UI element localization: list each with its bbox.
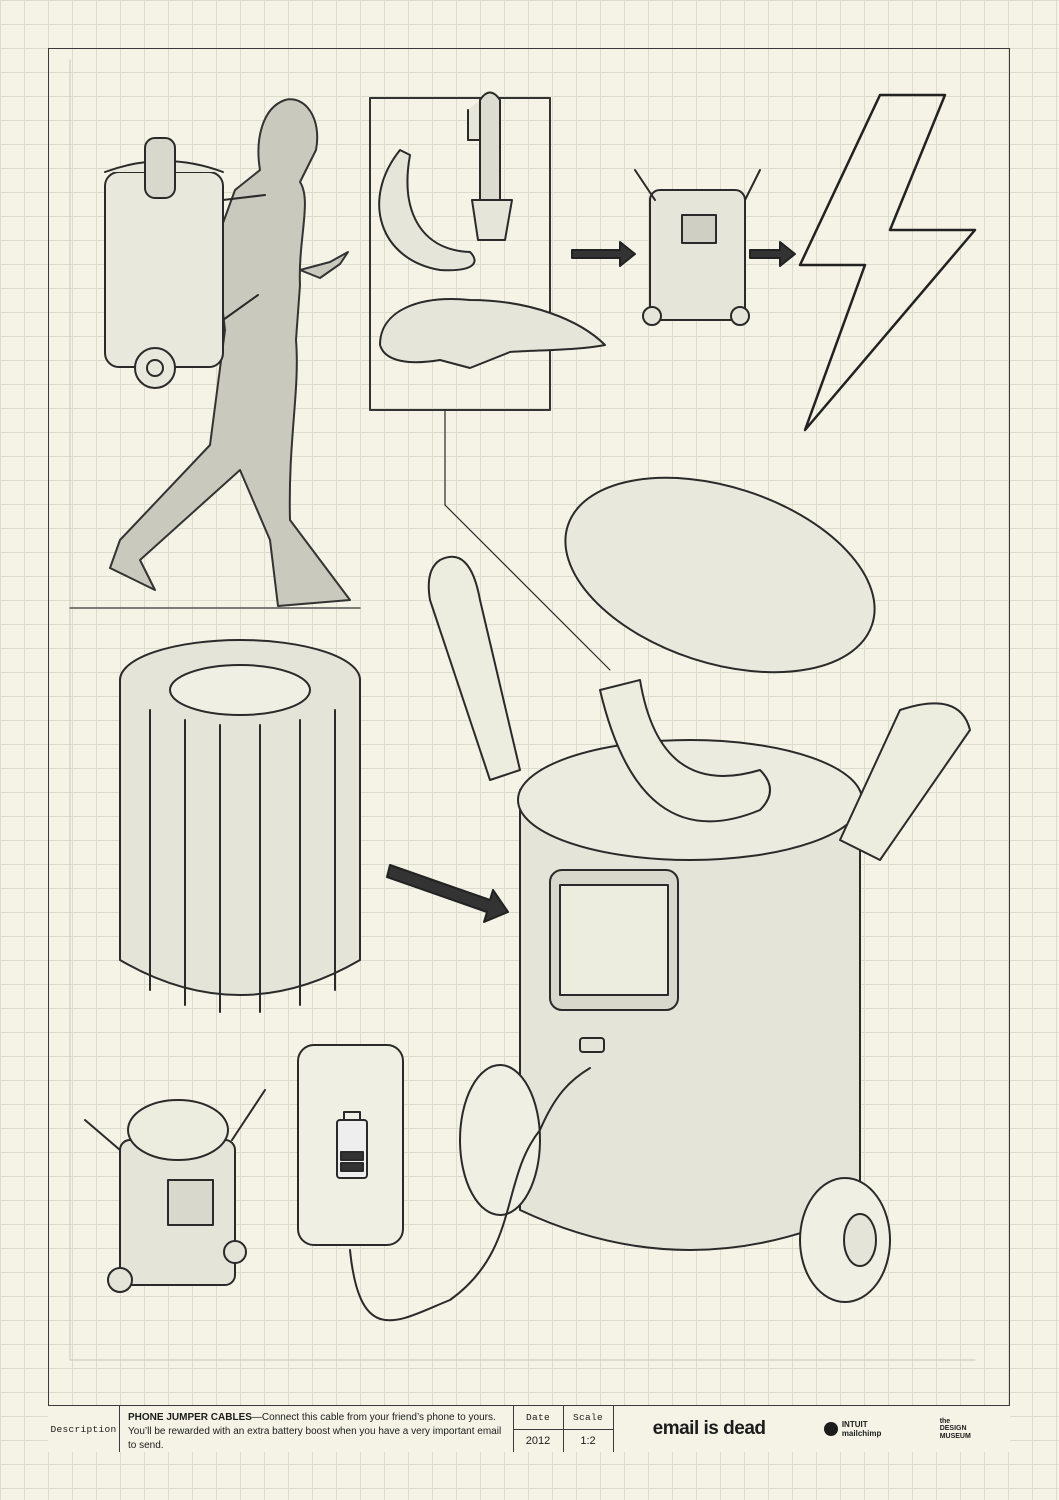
arrow-to-device	[386, 864, 509, 923]
small-device-sketch	[634, 169, 761, 326]
scale-label: Scale	[572, 1411, 603, 1423]
description-title: PHONE JUMPER CABLES	[128, 1412, 252, 1423]
description-cell: PHONE JUMPER CABLES—Connect this cable f…	[120, 1406, 514, 1452]
backpack-device-sketch	[104, 137, 266, 389]
main-device-sketch	[427, 476, 971, 1303]
description-text-2: You’ll be rewarded with an extra battery…	[128, 1426, 502, 1451]
scale-cell: Scale 1:2	[563, 1406, 614, 1452]
description-label: Description	[50, 1423, 117, 1435]
phone-sketch	[297, 1044, 591, 1322]
lightning-bolt-sketch	[798, 93, 977, 432]
arrow-right-2	[749, 241, 796, 267]
description-text: —Connect this cable from your friend’s p…	[251, 1412, 496, 1423]
scale-value: 1:2	[580, 1434, 596, 1447]
walking-man-sketch	[109, 98, 351, 607]
email-is-dead-logo: email is dead	[652, 1418, 766, 1439]
intuit-text: INTUIT	[841, 1420, 868, 1429]
date-value: 2012	[525, 1434, 551, 1447]
small-device-bottom-sketch	[84, 1089, 266, 1293]
battery-cell-pack-sketch	[119, 639, 361, 1013]
inspiration-inset-box	[369, 91, 611, 671]
sheet-border	[48, 48, 1010, 1452]
title-block: Description PHONE JUMPER CABLES—Connect …	[48, 1405, 1010, 1452]
design-museum-logo: the DESIGN MUSEUM	[940, 1418, 971, 1441]
arrow-right-1	[571, 241, 636, 267]
design-museum-the: the	[939, 1417, 951, 1425]
date-label: Date	[525, 1411, 550, 1423]
mailchimp-text: mailchimp	[841, 1429, 882, 1438]
date-cell: Date 2012	[513, 1406, 564, 1452]
design-museum-museum: MUSEUM	[939, 1432, 971, 1440]
mailchimp-icon	[823, 1422, 838, 1436]
design-museum-design: DESIGN	[939, 1425, 967, 1433]
description-label-cell: Description	[48, 1406, 120, 1452]
